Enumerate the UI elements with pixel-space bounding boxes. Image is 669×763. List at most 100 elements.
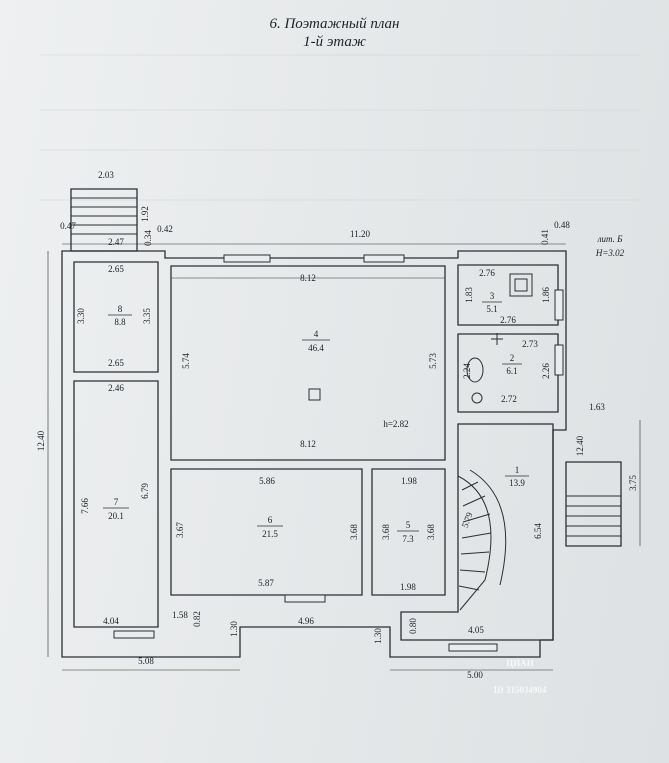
dimension-label: 1.30 <box>373 628 383 644</box>
dimension-label: 3.68 <box>426 524 436 540</box>
dimension-label: 1.63 <box>589 402 605 412</box>
dimension-label: 8.12 <box>300 273 316 283</box>
spiral-stairs <box>457 469 507 611</box>
plan-title: 6. Поэтажный план <box>269 16 400 32</box>
walls <box>61 188 622 658</box>
dimension-label: 2.26 <box>541 363 551 379</box>
room-height-label: h=2.82 <box>383 419 408 429</box>
plan-subtitle: 1-й этаж <box>303 34 366 50</box>
room-1-label: 1 13.9 <box>505 465 529 488</box>
dimension-label: 1.83 <box>464 287 474 303</box>
dimension-label: 3.67 <box>175 522 185 538</box>
dimension-label: 5.86 <box>259 476 275 486</box>
dimension-label: 3.68 <box>381 524 391 540</box>
dimension-label: 2.65 <box>108 264 124 274</box>
room-area: 6.1 <box>506 366 517 376</box>
room-7-label: 7 20.1 <box>103 497 129 521</box>
windows <box>113 254 564 652</box>
dimension-label: 3.35 <box>142 308 152 324</box>
dimension-label: 0.34 <box>143 230 153 246</box>
room-area: 46.4 <box>308 343 324 353</box>
room-number: 5 <box>406 520 411 530</box>
dimension-label: 2.76 <box>500 315 516 325</box>
dimension-label: 5.08 <box>138 656 154 666</box>
legend-height: H=3.02 <box>595 248 625 258</box>
dimension-label: 1.58 <box>172 610 188 620</box>
dimension-label: 2.46 <box>108 383 124 393</box>
room-area: 21.5 <box>262 529 278 539</box>
watermark-brand: ЦИАН <box>506 658 534 668</box>
room-6-label: 6 21.5 <box>257 515 283 539</box>
dimension-label: 5.00 <box>467 670 483 680</box>
background-lines <box>40 54 640 201</box>
dimension-label: 1.30 <box>229 621 239 637</box>
top-stairs <box>71 197 137 235</box>
dimension-label: 2.76 <box>479 268 495 278</box>
dimension-label: 7.66 <box>80 498 90 514</box>
dimension-label: 4.96 <box>298 616 314 626</box>
room-labels: 1 13.9 2 6.1 3 5.1 4 46.4 5 <box>103 291 529 544</box>
dimension-label: 4.04 <box>103 616 119 626</box>
legend-lit: лит. Б <box>597 234 624 244</box>
dimension-label: 0.42 <box>157 224 173 234</box>
sanitary-fixtures <box>308 273 533 404</box>
dimension-label: 3.68 <box>349 524 359 540</box>
dimension-label: 0.47 <box>60 221 76 231</box>
dimension-label: 2.73 <box>522 339 538 349</box>
dimension-lines <box>47 243 641 671</box>
dimension-label: 2.03 <box>98 170 114 180</box>
watermark-id: ID 315034904 <box>494 685 547 695</box>
room-8-label: 8 8.8 <box>108 304 132 327</box>
toilet-icon <box>471 392 483 404</box>
watermark: ЦИАН ID 315034904 <box>494 658 547 695</box>
dimension-label: 0.82 <box>192 611 202 627</box>
room-area: 13.9 <box>509 478 525 488</box>
room-number: 4 <box>314 329 319 339</box>
room-number: 1 <box>515 465 520 475</box>
room-number: 8 <box>118 304 123 314</box>
dimension-label: 2.72 <box>501 394 517 404</box>
dimension-label: 5.73 <box>428 353 438 369</box>
dimension-label: 2.65 <box>108 358 124 368</box>
room-5-label: 5 7.3 <box>397 520 419 544</box>
dimension-label: 1.92 <box>140 206 150 222</box>
column-icon <box>308 388 321 401</box>
dimension-label: 2.24 <box>462 363 472 379</box>
stove-icon <box>509 273 533 297</box>
dimension-label: 11.20 <box>350 229 370 239</box>
room-number: 3 <box>490 291 495 301</box>
room-area: 20.1 <box>108 511 124 521</box>
dimension-label: 6.54 <box>533 523 543 539</box>
dimension-label: 12.40 <box>36 430 46 451</box>
room-number: 7 <box>114 497 119 507</box>
room-2-label: 2 6.1 <box>502 353 522 376</box>
dimension-label: 5.74 <box>181 353 191 369</box>
dimension-label: 0.48 <box>554 220 570 230</box>
room-area: 5.1 <box>486 304 497 314</box>
dimension-label: 8.12 <box>300 439 316 449</box>
dimension-label: 1.98 <box>400 582 416 592</box>
dimension-label: 5.87 <box>258 578 274 588</box>
bathtub-icon <box>466 357 484 383</box>
dimension-label: 12.40 <box>575 435 585 456</box>
dimension-label: 4.05 <box>468 625 484 635</box>
room-area: 7.3 <box>402 534 414 544</box>
room-number: 6 <box>268 515 273 525</box>
room-4-label: 4 46.4 <box>302 329 330 353</box>
dimension-label: 1.86 <box>541 287 551 303</box>
dimension-labels: 2.03 0.47 2.47 1.92 0.34 0.42 11.20 0.41… <box>36 170 638 680</box>
dimension-label: 0.41 <box>540 229 550 245</box>
dimension-label: 6.79 <box>140 483 150 499</box>
dimension-label: 3.30 <box>76 308 86 324</box>
room-3-label: 3 5.1 <box>482 291 502 314</box>
dimension-label: 3.75 <box>628 475 638 491</box>
dimension-label: 0.80 <box>408 618 418 634</box>
room-number: 2 <box>510 353 515 363</box>
room-area: 8.8 <box>114 317 126 327</box>
dimension-label: 2.47 <box>108 237 124 247</box>
dimension-label: 5.79 <box>460 510 475 529</box>
right-stairs <box>566 495 621 537</box>
dimension-label: 1.98 <box>401 476 417 486</box>
